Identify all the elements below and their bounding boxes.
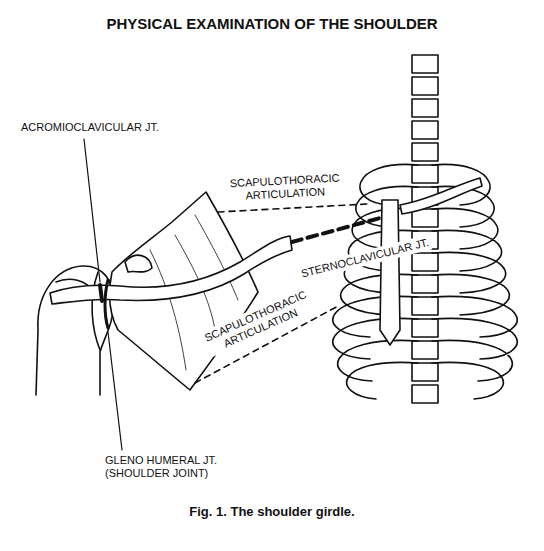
coracoid	[125, 255, 152, 272]
far-clavicle	[400, 178, 482, 214]
leader-line	[108, 332, 122, 450]
leader-line	[84, 139, 100, 282]
upper-scapulothoracic-line	[218, 204, 368, 212]
clavicle	[50, 236, 292, 304]
rib-cage	[333, 164, 517, 399]
glenohumeral-joint-mark	[105, 280, 108, 328]
figure-caption: Fig. 1. The shoulder girdle.	[187, 504, 356, 521]
spine	[412, 55, 438, 403]
humerus-neck	[56, 272, 100, 350]
joint-label: ACROMIOCLAVICULAR JT.	[19, 120, 161, 135]
sternoclavicular-line	[292, 218, 380, 242]
ac-joint-mark	[100, 285, 102, 301]
joint-label: GLENO HUMERAL JT. (SHOULDER JOINT)	[103, 453, 237, 480]
figure-title: PHYSICAL EXAMINATION OF THE SHOULDER	[104, 14, 439, 33]
joint-label: SCAPULOTHORACIC ARTICULATION	[227, 170, 342, 203]
sternum	[380, 200, 400, 345]
